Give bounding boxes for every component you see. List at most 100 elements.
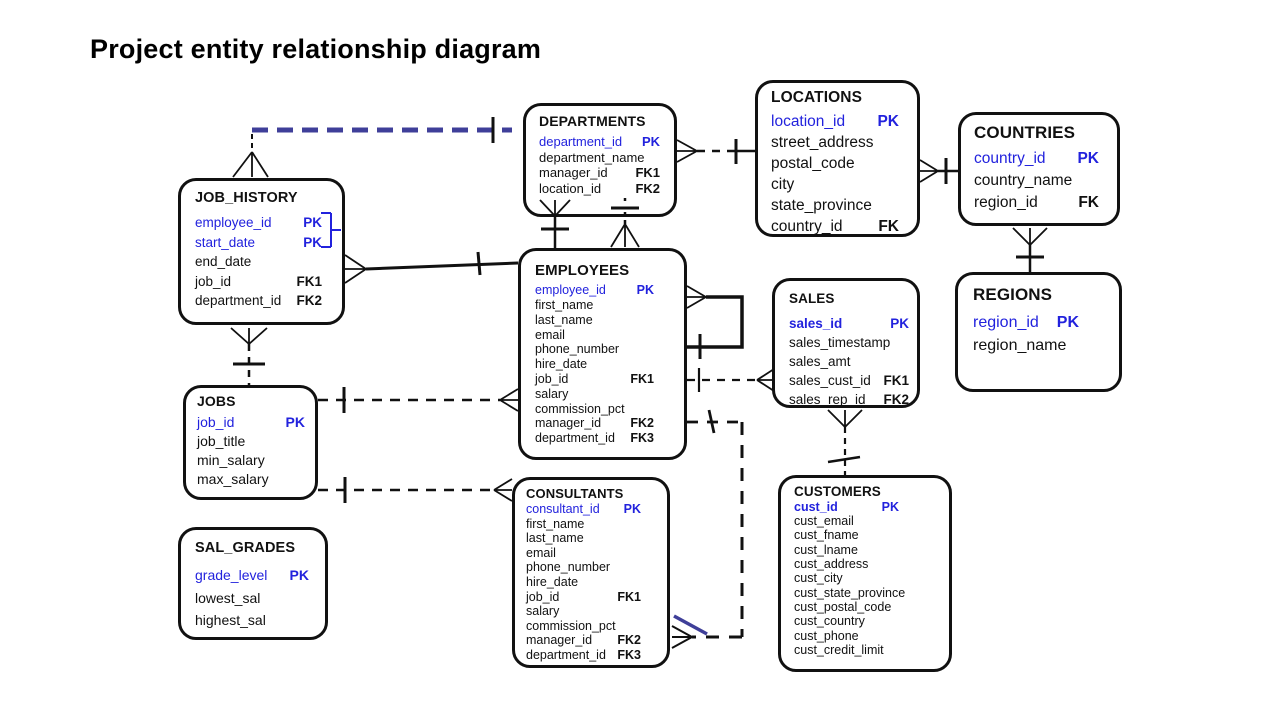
attribute-name: consultant_id (526, 502, 600, 517)
attribute-name: email (526, 545, 556, 560)
attribute-name: cust_country (794, 614, 865, 629)
attribute-row: employee_id PK (535, 283, 654, 298)
attribute-row: salary (535, 387, 654, 402)
attribute-name: cust_lname (794, 542, 858, 557)
attribute-name: cust_fname (794, 528, 859, 543)
attribute-key-label: FK1 (296, 273, 322, 289)
attribute-name: location_id (539, 180, 602, 196)
attribute-key-label: PK (289, 567, 309, 584)
attribute-name: sales_timestamp (789, 334, 891, 350)
attribute-row: hire_date (535, 357, 654, 372)
attribute-name: cust_credit_limit (794, 642, 884, 657)
attribute-name: max_salary (197, 470, 269, 487)
attribute-key-label: FK3 (630, 431, 654, 446)
attribute-name: country_id (771, 217, 843, 235)
attribute-key-label: PK (1077, 150, 1099, 168)
attribute-row: hire_date (526, 575, 641, 590)
attribute-row: commission_pct (535, 401, 654, 416)
attribute-name: sales_cust_id (789, 372, 871, 388)
attribute-name: cust_city (794, 571, 843, 586)
attribute-key-label: PK (1056, 313, 1079, 331)
attribute-name: department_id (535, 431, 615, 446)
attribute-name: department_id (195, 293, 282, 308)
entity-title: JOBS (197, 393, 236, 409)
attribute-row: cust_city (794, 571, 929, 585)
attribute-row: min_salary (197, 450, 305, 469)
attribute-key-label: FK2 (635, 180, 660, 196)
attribute-name: min_salary (197, 451, 265, 468)
attribute-name: cust_address (794, 557, 869, 572)
attribute-row: cust_state_province (794, 586, 929, 600)
attribute-name: location_id (771, 112, 846, 130)
attribute-key-label: PK (285, 413, 305, 430)
attribute-key-label: PK (636, 283, 654, 298)
attribute-name: hire_date (526, 575, 579, 590)
attribute-name: employee_id (535, 283, 606, 298)
attribute-key-label: FK2 (617, 633, 641, 648)
attribute-row: salary (526, 604, 641, 619)
attribute-name: postal_code (771, 154, 855, 172)
attribute-name: state_province (771, 196, 872, 214)
attribute-name: cust_state_province (794, 585, 906, 600)
entity-title: JOB_HISTORY (195, 190, 298, 206)
diagram-title: Project entity relationship diagram (90, 34, 542, 64)
attribute-name: job_id (526, 589, 560, 604)
attribute-row: sales_timestamp (789, 333, 909, 352)
attribute-row: street_address (771, 132, 899, 153)
attribute-name: city (771, 175, 795, 193)
attribute-row: first_name (526, 517, 641, 532)
attribute-name: commission_pct (535, 401, 625, 416)
attribute-row: cust_fname (794, 529, 929, 543)
attribute-row: job_id FK1 (195, 272, 322, 292)
attribute-name: sales_rep_id (789, 391, 866, 407)
attribute-row: highest_sal (195, 609, 309, 632)
attribute-key-label: FK1 (635, 165, 660, 181)
attribute-row: cust_phone (794, 629, 929, 643)
attribute-name: highest_sal (195, 612, 266, 629)
attribute-name: region_id (973, 313, 1039, 331)
attribute-key-label: FK (1078, 194, 1099, 212)
attribute-name: department_id (539, 134, 623, 150)
attribute-name: start_date (195, 234, 256, 250)
attribute-row: region_name (973, 334, 1079, 357)
entity-title: SALES (789, 291, 835, 306)
attribute-row: department_id FK3 (535, 431, 654, 446)
attribute-name: end_date (195, 254, 252, 269)
attribute-name: job_id (195, 273, 232, 289)
attribute-row: commission_pct (526, 619, 641, 634)
attribute-name: phone_number (526, 560, 611, 575)
attribute-row: phone_number (526, 560, 641, 575)
attribute-row: city (771, 174, 899, 195)
attribute-row: cust_country (794, 614, 929, 628)
attribute-key-label: FK1 (617, 589, 641, 604)
attribute-row: location_id FK2 (539, 181, 660, 197)
attribute-row: email (526, 546, 641, 561)
attribute-name: department_name (539, 149, 645, 165)
attribute-name: sales_id (789, 315, 843, 331)
attribute-name: manager_id (539, 165, 608, 181)
entity-title: COUNTRIES (974, 123, 1076, 142)
attribute-name: country_name (974, 172, 1073, 190)
attribute-row: lowest_sal (195, 587, 309, 610)
attribute-row: postal_code (771, 153, 899, 174)
attribute-key-label: PK (303, 215, 322, 230)
attribute-name: region_id (974, 194, 1038, 212)
attribute-row: last_name (535, 313, 654, 328)
entity-title: REGIONS (973, 285, 1053, 304)
attribute-row: country_name (974, 170, 1099, 192)
